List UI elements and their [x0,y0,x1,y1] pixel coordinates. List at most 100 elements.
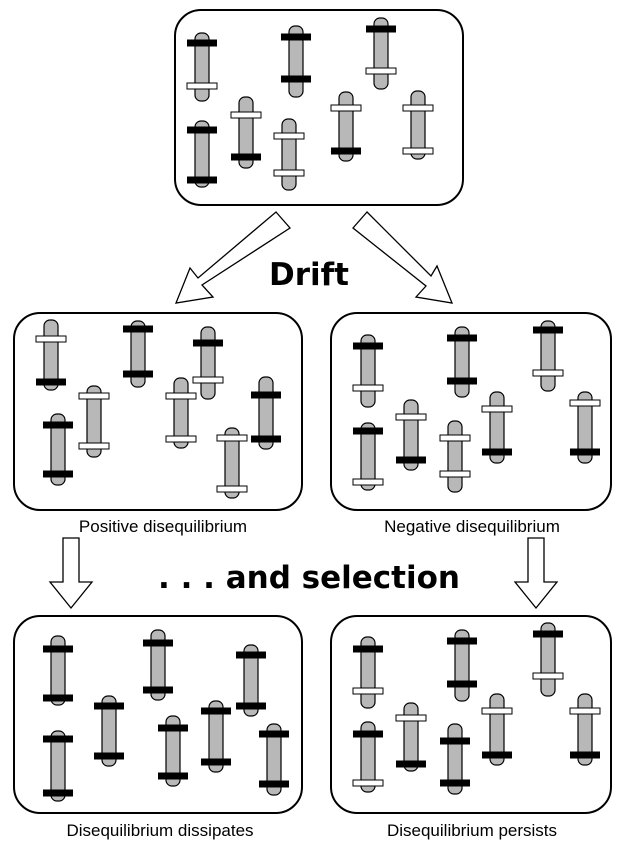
dark-allele-band [158,772,188,780]
dark-allele-band [43,421,73,429]
chromosome [395,702,427,772]
chromosome [216,427,248,499]
chromosome-rod [50,413,66,486]
chromosome [236,644,266,717]
chromosome-rod [266,723,282,796]
light-allele-band [481,405,513,413]
dark-allele-band [353,427,383,435]
light-allele-band [330,104,362,112]
positive-population [13,312,303,511]
chromosome-rod [50,635,66,706]
chromosome [365,17,397,90]
dark-allele-band [187,39,217,47]
dark-allele-band [94,752,124,760]
dark-allele-band [187,176,217,184]
chromosome-rod [50,730,66,802]
chromosome-rod [200,326,216,400]
light-allele-band [165,435,197,443]
dark-allele-band [251,391,281,399]
persisting-population [330,615,612,814]
dark-allele-band [331,147,361,155]
dark-allele-band [570,448,600,456]
dark-allele-band [158,724,188,732]
light-allele-band [216,485,248,493]
chromosome-rod [224,427,240,499]
chromosome [439,420,471,493]
dark-allele-band [193,339,223,347]
dissipates-caption: Disequilibrium dissipates [66,821,253,840]
chromosome [352,334,384,408]
chromosome [230,96,262,169]
initial-chromosomes [186,17,434,191]
chromosome-rod [165,715,181,787]
chromosome [35,319,67,391]
chromosome [94,695,124,767]
chromosome [186,32,218,102]
chromosome-rod [194,120,210,188]
light-allele-band [402,104,434,112]
chromosome-rod [281,118,297,191]
light-allele-band [186,82,218,90]
selection-arrow-right [513,537,559,610]
dark-allele-band [447,377,477,385]
negative-chromosomes [352,320,601,493]
light-allele-band [365,67,397,75]
chromosome [251,376,281,450]
persisting-chromosomes [352,622,601,795]
chromosome-rod [447,420,463,493]
chromosome [440,723,470,795]
selection-heading: . . . and selection [158,560,460,596]
chromosome [192,326,224,400]
dark-allele-band [236,651,266,659]
light-allele-band [273,169,305,177]
light-allele-band [481,707,513,715]
dark-allele-band [259,730,289,738]
light-allele-band [165,392,197,400]
dark-allele-band [251,435,281,443]
light-allele-band [352,384,384,392]
light-allele-band [402,147,434,155]
chromosome [43,635,73,706]
dark-allele-band [353,645,383,653]
light-allele-band [352,687,384,695]
dark-allele-band [533,326,563,334]
dark-allele-band [201,707,231,715]
dark-allele-band [482,448,512,456]
dark-allele-band [43,694,73,702]
initial-population [174,9,464,206]
dark-allele-band [236,702,266,710]
dark-allele-band [43,645,73,653]
chromosome [402,90,434,160]
dark-allele-band [396,456,426,464]
dark-allele-band [353,730,383,738]
chromosome [158,715,188,787]
dark-allele-band [482,751,512,759]
dark-allele-band [440,737,470,745]
chromosome-rod [208,700,224,773]
chromosome-rod [150,629,166,701]
positive-caption: Positive disequilibrium [79,517,247,536]
light-allele-band [273,132,305,140]
chromosome [352,721,384,793]
dark-allele-band [533,630,563,638]
dark-allele-band [396,760,426,768]
chromosome [330,91,362,162]
dissipated-population [13,615,303,814]
dark-allele-band [259,780,289,788]
chromosome [143,629,173,701]
light-allele-band [35,335,67,343]
dark-allele-band [447,637,477,645]
chromosome [481,693,513,766]
light-allele-band [569,399,601,407]
light-allele-band [216,434,248,442]
chromosome [201,700,231,773]
positive-chromosomes [35,319,281,499]
negative-population [330,312,612,511]
chromosome [165,377,197,449]
dark-allele-band [447,334,477,342]
chromosome [123,320,153,388]
chromosome-rod [243,644,259,717]
dark-allele-band [43,789,73,797]
dark-allele-band [36,378,66,386]
light-allele-band [192,376,224,384]
